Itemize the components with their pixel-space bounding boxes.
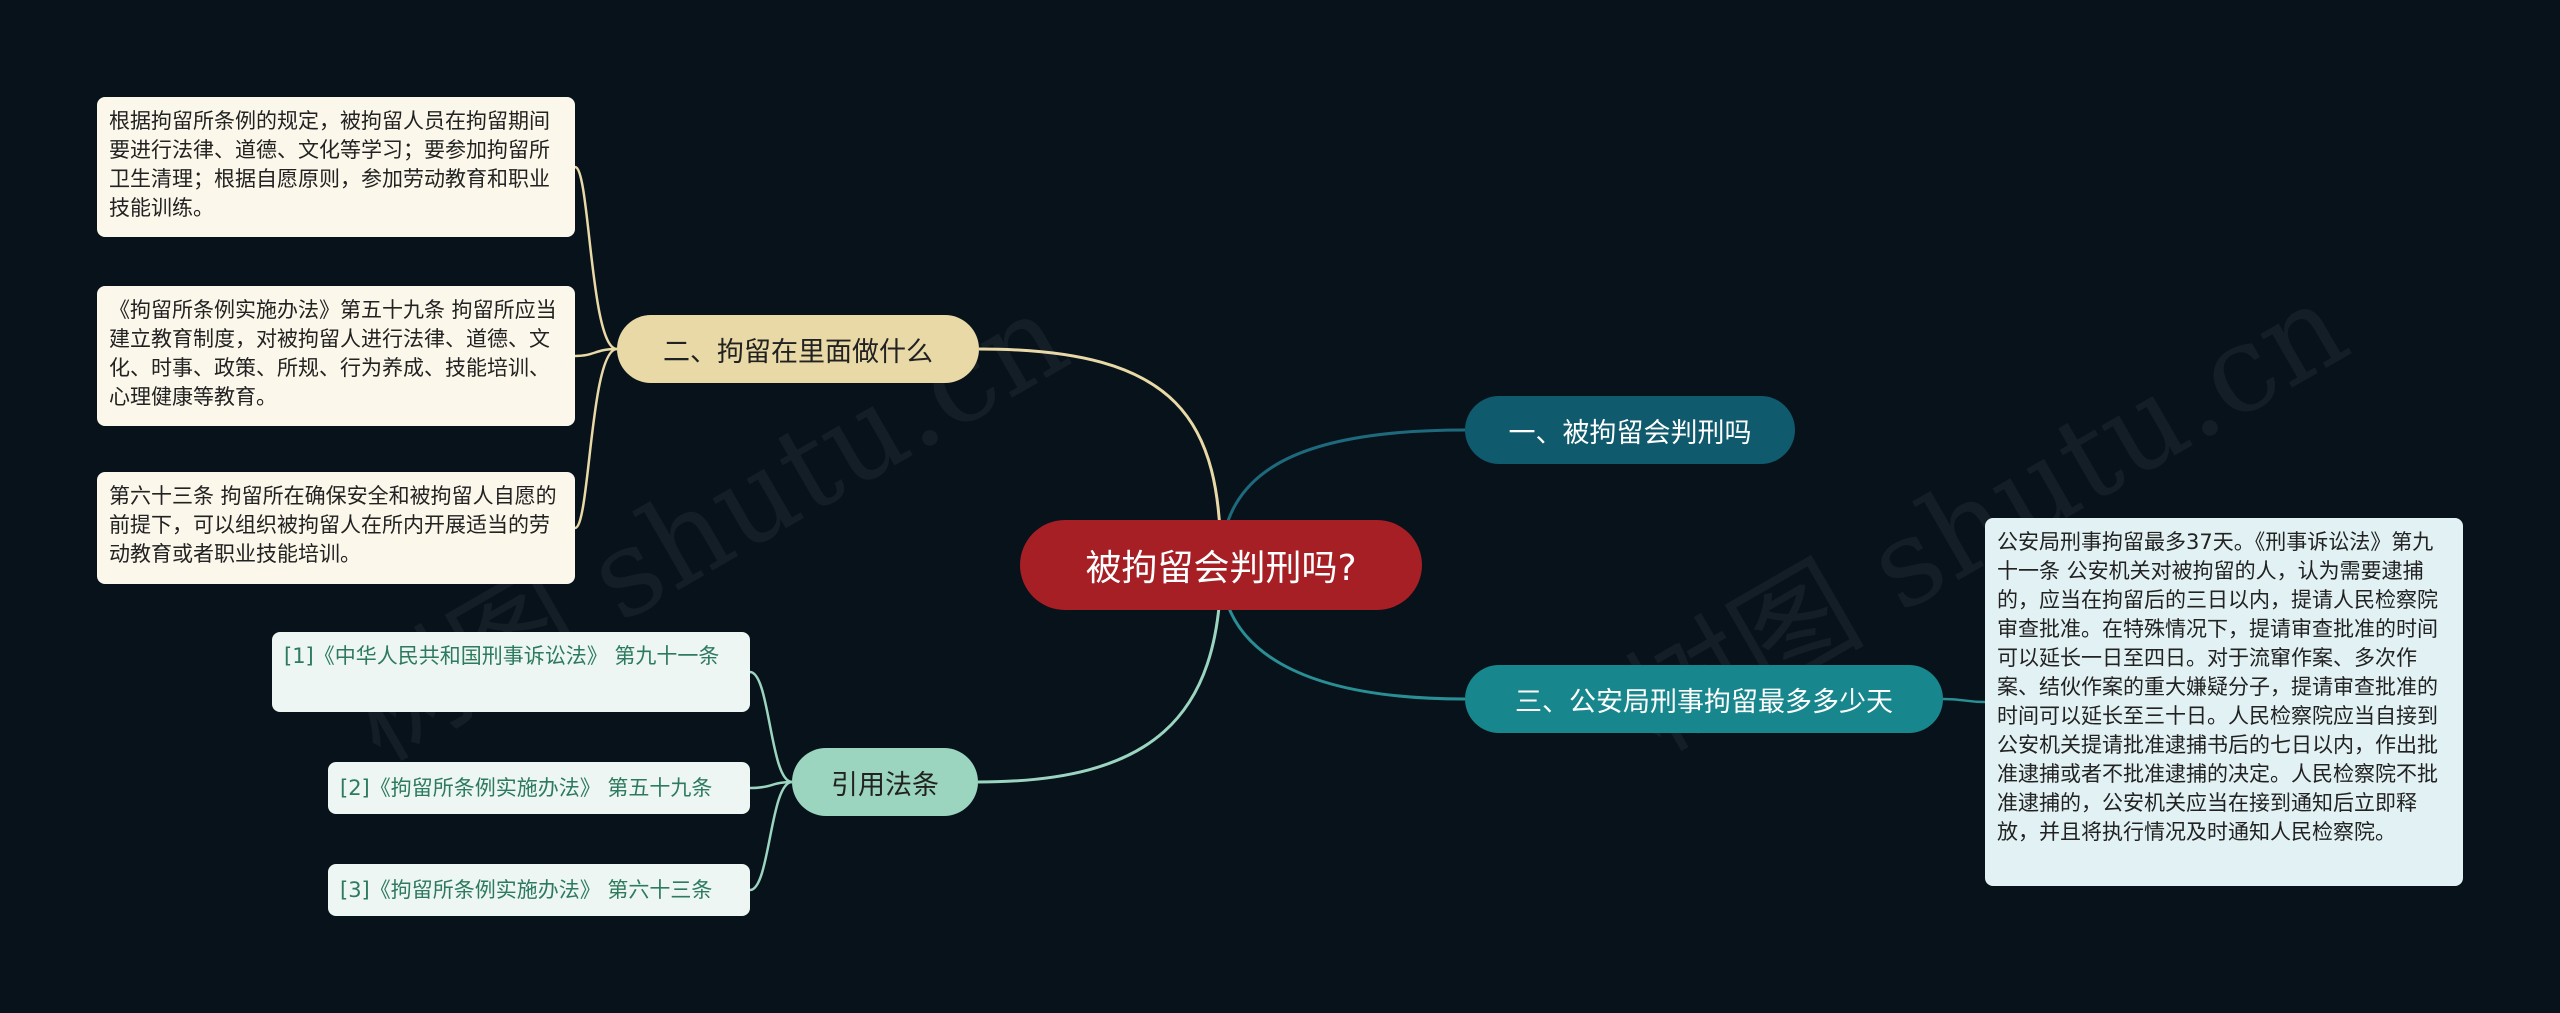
root-node[interactable]: 被拘留会判刑吗? — [1020, 520, 1422, 610]
leaf-node[interactable]: 根据拘留所条例的规定，被拘留人员在拘留期间要进行法律、道德、文化等学习；要参加拘… — [97, 97, 575, 237]
connector-b4-r1 — [749, 670, 793, 784]
connector-root-b2 — [978, 347, 1223, 566]
connector-root-b4 — [977, 564, 1223, 784]
reference-node[interactable]: [1]《中华人民共和国刑事诉讼法》 第九十一条 — [272, 632, 750, 712]
branch-node-4[interactable]: 引用法条 — [792, 748, 978, 816]
connector-b2-l1 — [573, 165, 618, 351]
leaf-node[interactable]: 《拘留所条例实施办法》第五十九条 拘留所应当建立教育制度，对被拘留人进行法律、道… — [97, 286, 575, 426]
reference-node[interactable]: [3]《拘留所条例实施办法》 第六十三条 — [328, 864, 750, 916]
connector-b4-r3 — [749, 780, 793, 892]
connector-b3-t1 — [1942, 697, 1986, 704]
branch-node-2[interactable]: 二、拘留在里面做什么 — [617, 315, 979, 383]
branch-node-3[interactable]: 三、公安局刑事拘留最多多少天 — [1465, 665, 1943, 733]
connector-b2-l2 — [574, 347, 618, 358]
branch-node-1[interactable]: 一、被拘留会判刑吗 — [1465, 396, 1795, 464]
connector-b2-l3 — [573, 347, 618, 530]
leaf-node[interactable]: 第六十三条 拘留所在确保安全和被拘留人自愿的前提下，可以组织被拘留人在所内开展适… — [97, 472, 575, 584]
reference-node[interactable]: [2]《拘留所条例实施办法》 第五十九条 — [328, 762, 750, 814]
leaf-node[interactable]: 公安局刑事拘留最多37天。《刑事诉讼法》第九十一条 公安机关对被拘留的人，认为需… — [1985, 518, 2463, 886]
